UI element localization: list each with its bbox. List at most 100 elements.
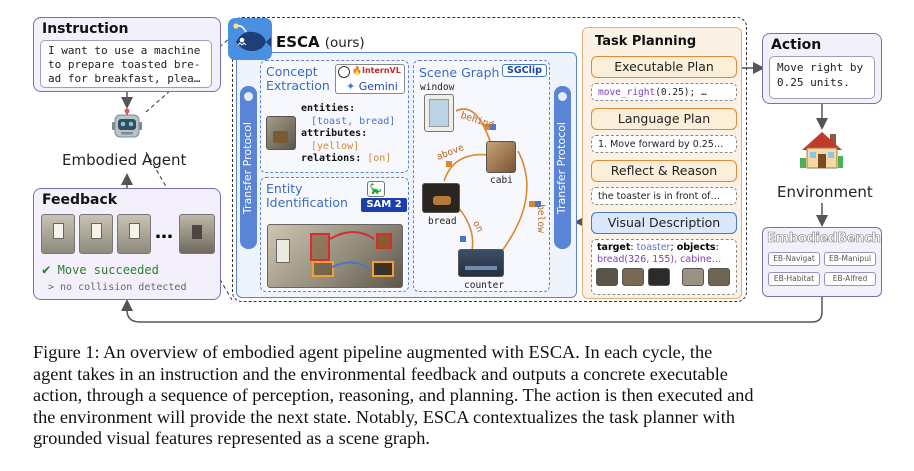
vd-thumb: [622, 268, 644, 286]
cabinet-node-image: [486, 141, 516, 173]
entities-value: [toast, bread]: [311, 115, 396, 127]
esca-subtitle: (ours): [324, 35, 365, 51]
language-plan-pill: Language Plan: [591, 108, 737, 130]
sg-node-label: window: [420, 82, 455, 93]
robot-icon: [110, 108, 144, 142]
vd-thumb: [708, 268, 730, 286]
concept-title-line: Concept: [266, 64, 318, 79]
entity-identification-box: Entity Identification 🦕 SAM 2: [260, 177, 409, 292]
caption-line: agent takes in an instruction and the en…: [33, 363, 728, 384]
success-text: Move succeeded: [57, 263, 159, 277]
vd-thumb: [648, 268, 670, 286]
bbox-crop: [372, 261, 394, 277]
sg-node-label: bread: [428, 216, 457, 227]
instruction-title: Instruction: [42, 21, 129, 37]
caption-line: the environment will provide the next st…: [33, 406, 735, 427]
esca-title-row: ESCA (ours): [276, 32, 365, 51]
instruction-panel: Instruction I want to use a machine to p…: [33, 17, 221, 92]
esca-title: ESCA: [276, 33, 320, 51]
sam2-badge: SAM 2: [361, 198, 407, 212]
entity-title-line: Identification: [266, 195, 348, 210]
caption-line: Figure 1: An overview of embodied agent …: [33, 342, 713, 362]
transfer-protocol-label: Transfer Protocol: [241, 122, 254, 215]
caption-line: action, through a sequence of perception…: [33, 385, 754, 405]
reflect-text: the toaster is in front of…: [591, 187, 737, 205]
vd-thumb: [682, 268, 704, 286]
openai-icon: [338, 66, 350, 78]
instruction-line: ad for breakfast, plea…: [48, 72, 201, 85]
vd-objects-key: objects: [676, 242, 716, 253]
scene-graph-edges: [443, 108, 541, 262]
check-icon: ✔: [42, 262, 51, 278]
executable-code: move_right(0.25); …: [591, 83, 737, 101]
embodiedbench-title: EmbodiedBench: [767, 231, 881, 247]
counter-node-image: [458, 249, 504, 277]
internvl-badge: 🔥InternVL: [352, 66, 401, 75]
embodiedbench-panel: EmbodiedBench EB-Navigat EB-Manipul EB-H…: [762, 227, 882, 297]
bbox-red: [310, 233, 330, 261]
attributes-value: [yellow]: [311, 140, 360, 152]
entities-key: entities: [301, 103, 350, 114]
model-badges: 🔥InternVL ✦ Gemini: [335, 64, 405, 94]
esca-panel: [232, 17, 747, 302]
bbox-crop: [376, 233, 392, 249]
action-text-box: Move right by 0.25 units.: [769, 56, 875, 99]
instruction-line: to prepare toasted bre-: [48, 58, 201, 71]
task-planning-title: Task Planning: [595, 34, 697, 49]
agent-label: Embodied Agent: [62, 151, 187, 169]
anglerfish-logo-icon: [228, 18, 272, 60]
concept-extraction-box: Concept Extraction 🔥InternVL ✦ Gemini en…: [260, 60, 409, 173]
sgclip-badge: SGClip: [502, 64, 547, 77]
segmentation-photo: [267, 224, 403, 288]
house-icon: [800, 128, 844, 170]
transfer-protocol-left: Transfer Protocol: [240, 86, 257, 249]
feedback-detail: > no collision detected: [48, 282, 187, 293]
bench-item: EB-Alfred: [824, 272, 876, 286]
executable-plan-pill: Executable Plan: [591, 56, 737, 78]
entity-title: Entity Identification: [266, 182, 348, 210]
entity-title-line: Entity: [266, 181, 303, 196]
bbox-orange: [312, 261, 334, 277]
figure-caption: Figure 1: An overview of embodied agent …: [33, 342, 893, 450]
grounding-icon: 🦕: [367, 181, 385, 197]
bench-item: EB-Manipul: [824, 252, 876, 266]
visual-description-pill: Visual Description: [591, 212, 737, 234]
attributes-key: attributes: [301, 128, 362, 139]
fire-icon: 🔥: [352, 66, 362, 75]
vd-objects-line: bread(326, 155), cabine…: [597, 254, 722, 265]
bench-item: EB-Navigat: [768, 252, 820, 266]
concept-list: entities: [toast, bread] attributes: [ye…: [301, 103, 396, 164]
feedback-title: Feedback: [42, 192, 118, 208]
feedback-success-row: ✔ Move succeeded: [42, 262, 159, 278]
scene-graph-box: Scene Graph SGClip window behind cabi ab…: [413, 60, 550, 292]
instruction-line: I want to use a machine: [48, 44, 201, 57]
concept-title: Concept Extraction: [266, 65, 330, 93]
sg-node-label: counter: [464, 280, 505, 291]
action-title: Action: [771, 37, 822, 53]
gemini-badge: ✦ Gemini: [346, 80, 398, 93]
sparkle-icon: ✦: [346, 80, 356, 93]
window-node-image: [424, 94, 454, 132]
action-panel: Action Move right by 0.25 units.: [762, 33, 882, 104]
transfer-protocol-label: Transfer Protocol: [555, 122, 568, 215]
visual-description-box: target: toaster; objects: bread(326, 155…: [591, 239, 737, 295]
bread-node-image: [422, 183, 460, 213]
sg-node-label: cabi: [490, 175, 513, 186]
action-line: Move right by: [777, 61, 864, 74]
environment-label: Environment: [777, 183, 873, 201]
frame-thumbnail: [117, 214, 151, 254]
action-line: 0.25 units.: [777, 76, 850, 89]
feedback-frames: …: [41, 214, 217, 256]
language-plan-text: 1. Move forward by 0.25…: [591, 135, 737, 153]
scene-graph-title: Scene Graph: [419, 65, 500, 80]
frame-thumbnail: [179, 214, 215, 254]
vd-thumb: [596, 268, 618, 286]
vd-target-value: toaster: [636, 242, 671, 253]
sg-edge-label: below: [534, 204, 546, 233]
vd-thumbnails: [596, 268, 732, 290]
vd-target-key: target: [597, 242, 631, 253]
caption-line: grounded visual features represented as …: [33, 428, 430, 448]
frame-thumbnail: [41, 214, 75, 254]
concept-title-line: Extraction: [266, 78, 330, 93]
relations-value: [on]: [367, 153, 392, 164]
